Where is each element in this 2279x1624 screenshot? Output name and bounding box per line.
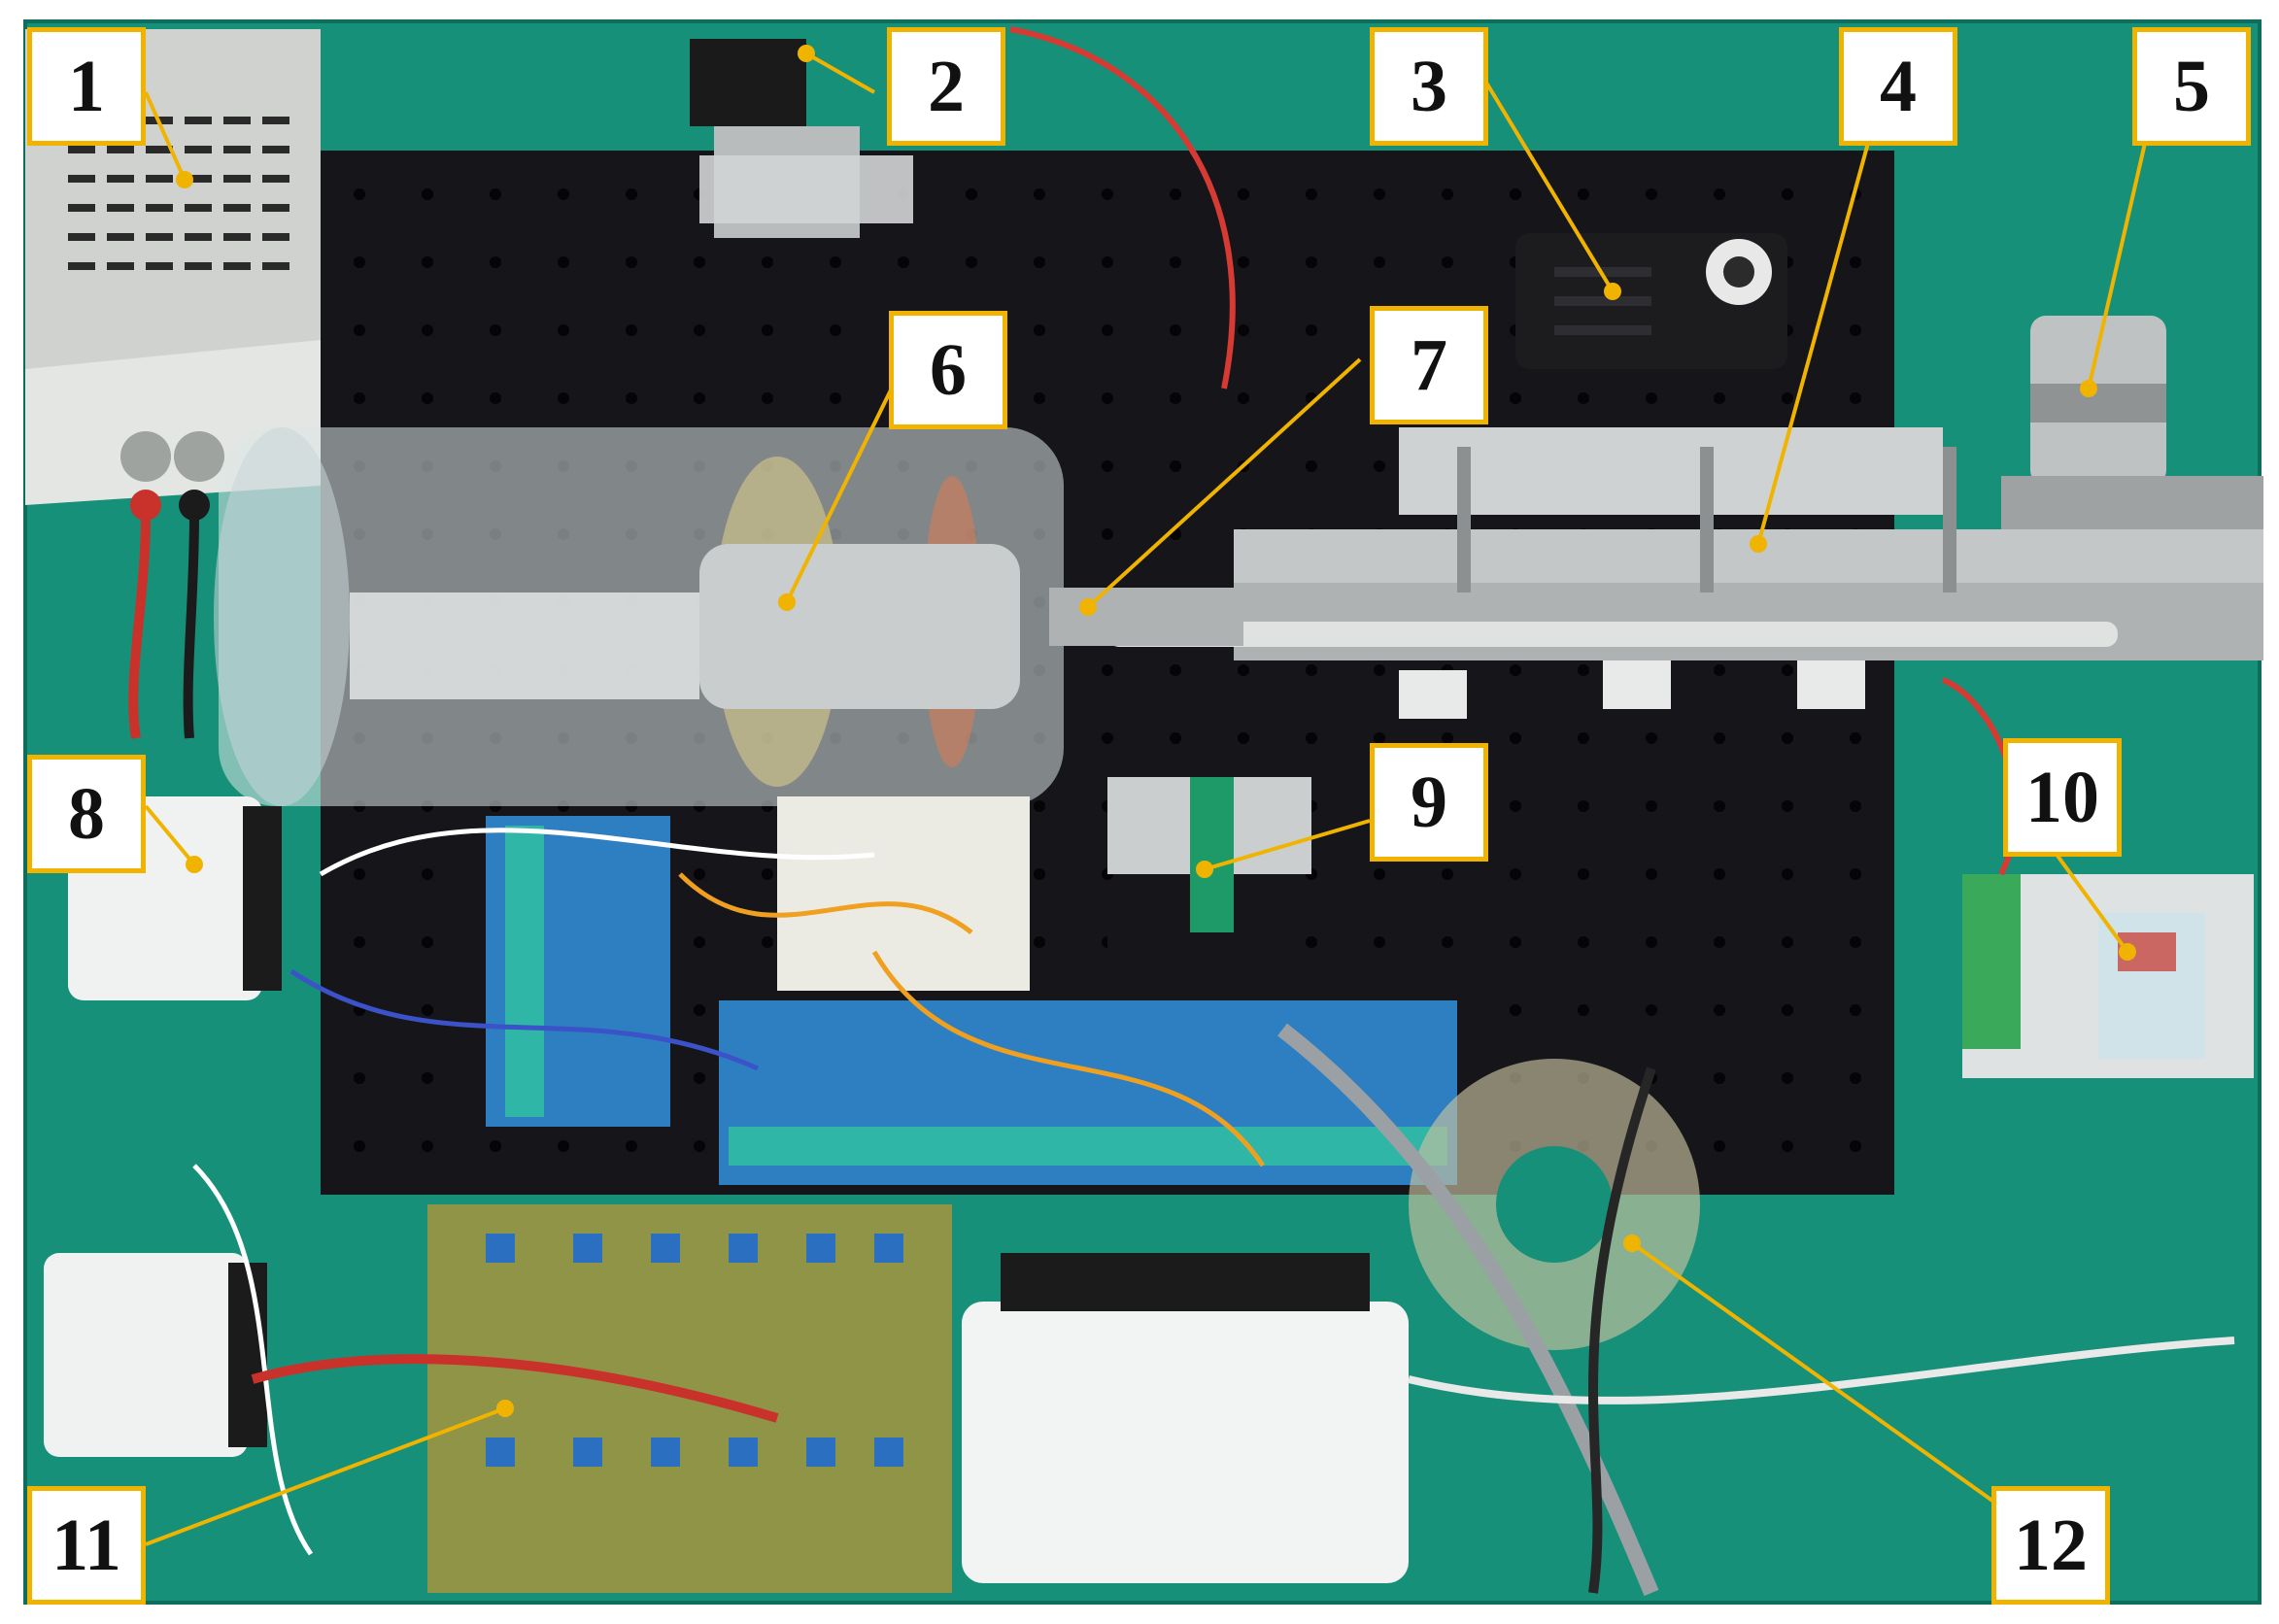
leader-lines: [144, 51, 2159, 1546]
callout-6: 6: [889, 311, 1007, 429]
acrylic-tube: [214, 427, 1243, 806]
callout-12: 12: [1991, 1486, 2110, 1605]
driver-boards: [486, 796, 1457, 1185]
linear-guide: [1107, 427, 2263, 719]
callout-4: 4: [1839, 27, 1957, 146]
temperature-controller: [1962, 874, 2254, 1078]
callout-9: 9: [1370, 743, 1488, 862]
leader-dots: [176, 45, 2136, 1417]
camera: [690, 39, 913, 238]
callout-11: 11: [27, 1486, 146, 1605]
callout-2: 2: [887, 27, 1005, 146]
breadboard-holes: [354, 188, 1861, 1152]
daq-modules: [44, 796, 1409, 1583]
callout-7: 7: [1370, 306, 1488, 424]
speed-controller: [1515, 233, 1787, 369]
callout-1: 1: [27, 27, 146, 146]
callout-10: 10: [2003, 738, 2122, 857]
wiring: [192, 26, 2235, 1597]
callout-8: 8: [27, 755, 146, 873]
callout-5: 5: [2132, 27, 2251, 146]
callout-3: 3: [1370, 27, 1488, 146]
